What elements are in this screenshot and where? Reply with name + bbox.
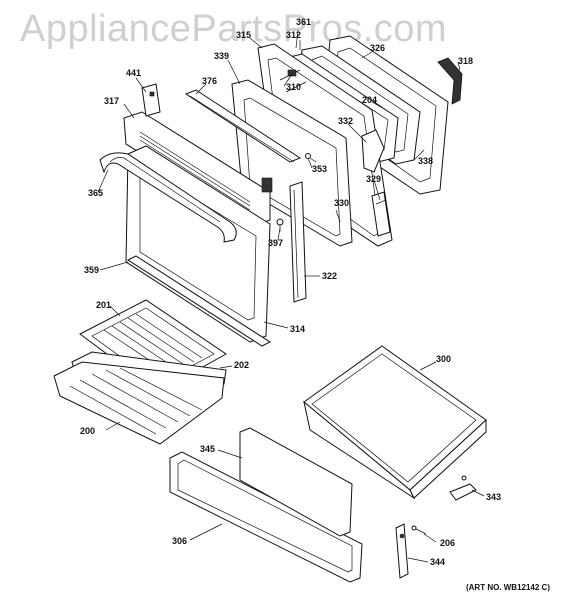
hinge-bracket-332	[361, 129, 385, 173]
callout-318: 318	[458, 56, 474, 66]
door-trim-376	[184, 89, 302, 163]
callout-315: 315	[236, 30, 252, 40]
callout-343: 343	[486, 492, 502, 502]
art-number: (ART NO. WB12142 C)	[465, 583, 550, 592]
callout-361: 361	[296, 17, 312, 27]
drawer-front-306	[169, 451, 363, 583]
side-trim-322	[289, 181, 307, 303]
door-handle-365	[99, 152, 237, 243]
callout-306: 306	[172, 536, 188, 546]
callout-339: 339	[214, 51, 230, 61]
callout-300: 300	[436, 354, 452, 364]
callout-317: 317	[104, 96, 120, 106]
drawer-slide-344	[395, 523, 409, 579]
drawer-panel-345	[239, 427, 353, 537]
callout-345: 345	[200, 444, 216, 454]
callout-310: 310	[286, 82, 302, 92]
callout-359: 359	[84, 265, 100, 275]
callout-314: 314	[290, 324, 306, 334]
callout-344: 344	[430, 557, 446, 567]
callout-312: 312	[286, 30, 302, 40]
callout-322: 322	[322, 271, 338, 281]
door-gasket	[437, 57, 463, 105]
leader-lines	[97, 29, 485, 563]
storage-drawer-300	[303, 345, 487, 500]
callout-376: 376	[202, 76, 218, 86]
callout-441: 441	[126, 68, 142, 78]
callout-397: 397	[268, 238, 284, 248]
oven-rack-wires	[69, 367, 203, 435]
callout-326: 326	[370, 43, 386, 53]
callout-202: 202	[234, 360, 250, 370]
watermark: AppliancePartsPros.com	[20, 8, 448, 50]
screw-206	[411, 525, 427, 535]
drawer-glide-343	[449, 475, 477, 501]
callout-365: 365	[88, 188, 104, 198]
hinge-329	[371, 191, 391, 237]
callout-330: 330	[334, 198, 350, 208]
bracket-441	[141, 83, 161, 117]
oven-rack-200	[53, 361, 225, 445]
callout-204: 204	[362, 95, 378, 105]
bottom-trim-359	[126, 255, 272, 347]
callout-329: 329	[366, 174, 382, 184]
callout-201: 201	[96, 300, 112, 310]
callout-332: 332	[338, 116, 354, 126]
callout-200: 200	[80, 426, 96, 436]
callout-206: 206	[440, 538, 456, 548]
callout-338: 338	[418, 156, 434, 166]
vent-trim-317	[123, 111, 273, 227]
callout-353: 353	[312, 164, 328, 174]
